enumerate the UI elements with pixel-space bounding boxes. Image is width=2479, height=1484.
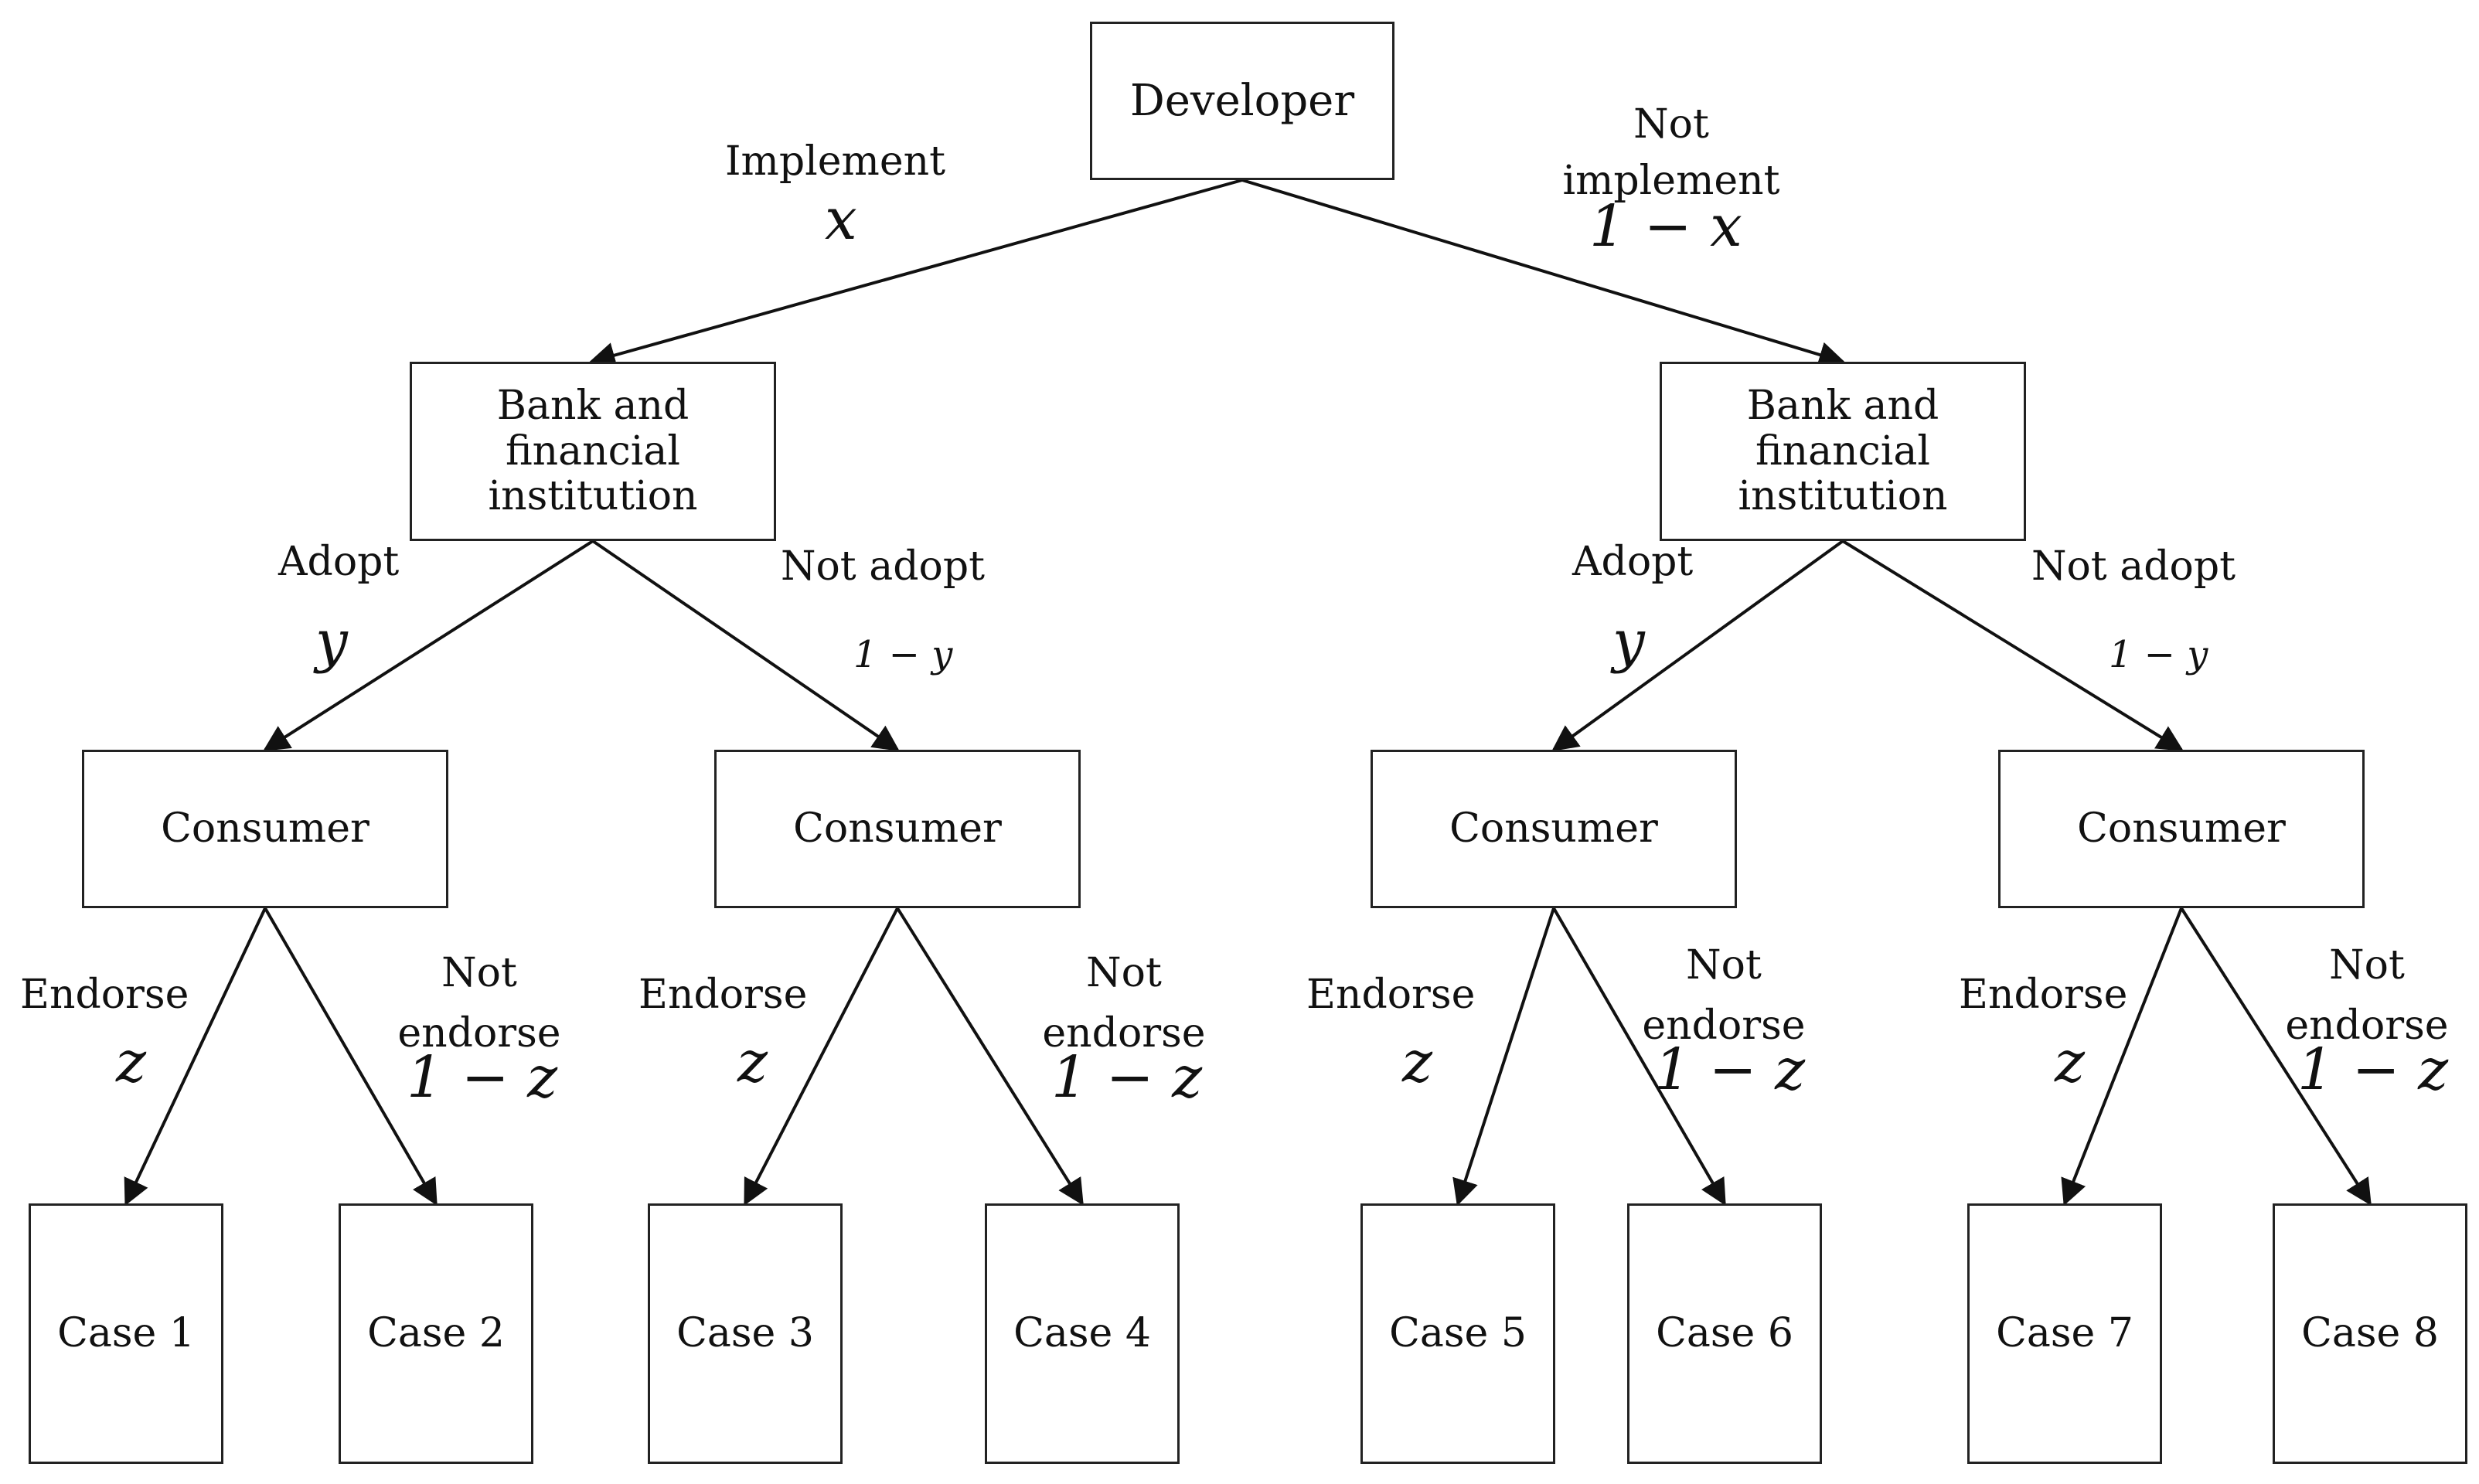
- consumer-node-4: Consumer: [1998, 750, 2365, 908]
- case-2-node: Case 2: [339, 1203, 533, 1464]
- not-adopt-label-left: Not adopt: [781, 543, 986, 590]
- case-7-node: Case 7: [1967, 1203, 2162, 1464]
- endorse-prob-1: z: [116, 1029, 146, 1095]
- developer-node: Developer: [1090, 22, 1394, 180]
- edge-not-endorse-3: [1552, 907, 1726, 1206]
- not-endorse-label-3: Not endorse: [1642, 942, 1806, 1049]
- edge-endorse-3: [1452, 907, 1555, 1207]
- edge-not-endorse-2: [896, 907, 1084, 1206]
- endorse-prob-3: z: [1402, 1029, 1432, 1095]
- edge-endorse-1: [124, 907, 267, 1207]
- not-adopt-label-right: Not adopt: [2031, 543, 2236, 590]
- endorse-label-4: Endorse: [1959, 972, 2128, 1018]
- edge-not-endorse-4: [2180, 907, 2372, 1206]
- edge-endorse-4: [2061, 907, 2183, 1207]
- not-endorse-prob-1: 1 − z: [407, 1044, 558, 1111]
- not-adopt-prob-left: 1 − y: [853, 633, 953, 676]
- edge-not-endorse-1: [264, 907, 438, 1206]
- bank-node-left-label: Bank and financial institution: [488, 382, 698, 520]
- case-6-node: Case 6: [1627, 1203, 1822, 1464]
- edge-not-adopt-left: [591, 539, 900, 751]
- edge-endorse-2: [744, 907, 899, 1207]
- case-4-node: Case 4: [985, 1203, 1180, 1464]
- adopt-prob-right: y: [1612, 608, 1645, 675]
- endorse-label-3: Endorse: [1306, 972, 1476, 1018]
- case-5-node: Case 5: [1360, 1203, 1555, 1464]
- edge-not-implement: [1241, 179, 1846, 368]
- consumer-node-1: Consumer: [82, 750, 448, 908]
- not-adopt-prob-right: 1 − y: [2109, 633, 2208, 676]
- consumer-node-2: Consumer: [714, 750, 1081, 908]
- consumer-node-3: Consumer: [1371, 750, 1737, 908]
- case-3-node: Case 3: [648, 1203, 843, 1464]
- not-endorse-label-4: Not endorse: [2285, 942, 2449, 1049]
- edge-adopt-left: [263, 539, 594, 751]
- bank-node-right: Bank and financial institution: [1660, 362, 2026, 541]
- not-endorse-label-1: Not endorse: [397, 950, 561, 1057]
- endorse-prob-2: z: [737, 1029, 768, 1095]
- not-endorse-prob-2: 1 − z: [1051, 1044, 1203, 1111]
- case-1-node: Case 1: [29, 1203, 223, 1464]
- case-8-node: Case 8: [2273, 1203, 2467, 1464]
- endorse-label-1: Endorse: [20, 972, 189, 1018]
- not-implement-prob: 1 − x: [1589, 193, 1742, 260]
- endorse-prob-4: z: [2055, 1029, 2085, 1095]
- not-endorse-prob-3: 1 − z: [1654, 1036, 1806, 1103]
- not-implement-label: Not implement: [1562, 101, 1780, 204]
- not-endorse-prob-4: 1 − z: [2297, 1036, 2449, 1103]
- bank-node-right-label: Bank and financial institution: [1738, 382, 1948, 520]
- not-endorse-label-2: Not endorse: [1042, 950, 1206, 1057]
- edge-not-adopt-right: [1841, 539, 2184, 751]
- implement-prob: x: [825, 186, 857, 253]
- bank-node-left: Bank and financial institution: [410, 362, 776, 541]
- adopt-label-left: Adopt: [278, 539, 400, 585]
- edge-arrows: [124, 179, 2372, 1207]
- edge-adopt-right: [1551, 539, 1844, 751]
- adopt-label-right: Adopt: [1572, 539, 1694, 585]
- edge-implement: [588, 179, 1243, 369]
- implement-label: Implement: [725, 138, 946, 185]
- endorse-label-2: Endorse: [638, 972, 808, 1018]
- adopt-prob-left: y: [315, 608, 348, 675]
